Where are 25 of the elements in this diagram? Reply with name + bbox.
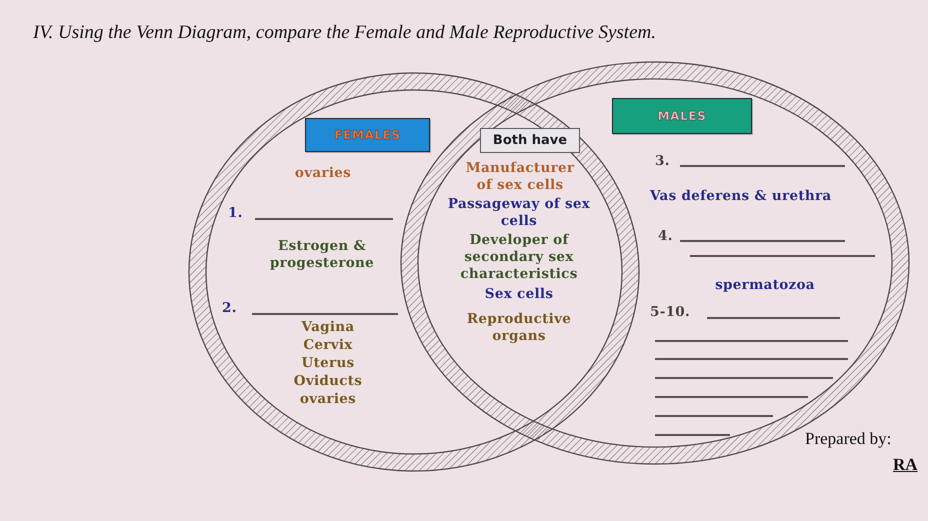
item-number: 2. (222, 300, 237, 317)
item-text: ovaries (298, 391, 358, 408)
item-text: Uterus (300, 355, 356, 372)
item-text: Reproductive organs (466, 311, 572, 345)
item-text: Cervix (302, 337, 354, 354)
item-text: Developer of secondary sex characteristics (459, 232, 579, 283)
item-number: 4. (658, 228, 673, 245)
item-text: Sex cells (484, 286, 554, 303)
author-name: RA (893, 455, 918, 475)
credit-text: Prepared by: (805, 429, 892, 449)
item-number: 3. (655, 153, 670, 170)
item-text: Manufacturer of sex cells (464, 160, 576, 194)
item-number: 5-10. (650, 304, 690, 321)
item-text: Estrogen & progesterone (268, 238, 376, 272)
item-text: ovaries (294, 165, 352, 182)
worksheet-title: IV. Using the Venn Diagram, compare the Female and Male Reproductive System. (33, 22, 656, 44)
item-text: Oviducts (292, 373, 364, 390)
item-text: spermatozoa (714, 277, 816, 294)
item-text: Passageway of sex cells (446, 196, 592, 230)
heading-banner: MALES (612, 98, 752, 134)
heading-banner: FEMALES (305, 118, 430, 152)
heading-tag: Both have (480, 128, 580, 153)
item-text: Vas deferens & urethra (650, 188, 832, 205)
item-number: 1. (228, 205, 243, 222)
item-text: Vagina (300, 319, 356, 336)
